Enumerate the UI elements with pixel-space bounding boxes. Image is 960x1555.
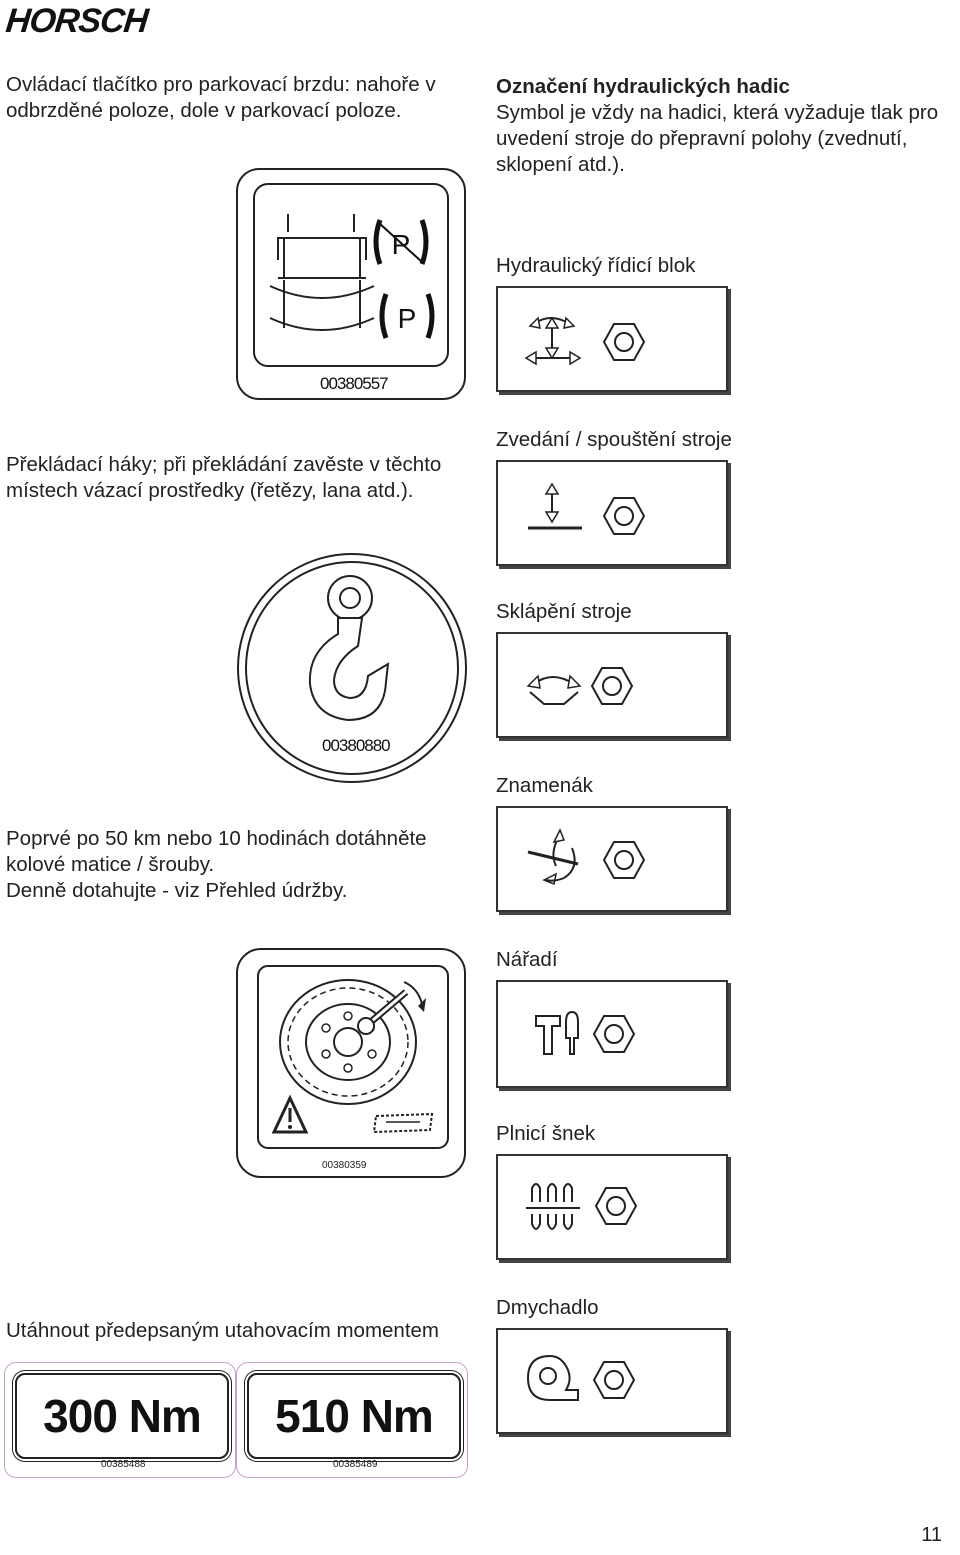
parking-brake-text: Ovládací tlačítko pro parkovací brzdu: n… (6, 73, 436, 122)
parking-brake-decal-graphic: P P (236, 168, 466, 400)
p-letter-bottom: P (398, 303, 417, 334)
tools-icon (535, 1010, 636, 1055)
lifting-hook-decal: 00380880 (236, 552, 468, 784)
wheel-nuts-text-line1: Poprvé po 50 km nebo 10 hodinách dotáhně… (6, 827, 427, 876)
torque-decal-300: 300 Nm 00385488 (4, 1362, 236, 1478)
decal-marker (496, 806, 728, 912)
wheel-nut-decal-code: 00380359 (322, 1160, 367, 1171)
horsch-logo: HORSCH (4, 2, 150, 40)
label-tools: Nářadí (496, 948, 558, 971)
label-blower: Dmychadlo (496, 1296, 599, 1319)
lifting-lowering-icon (528, 482, 646, 535)
decal-hydraulic-control-block (496, 286, 728, 392)
blower-icon (526, 1354, 636, 1401)
label-marker: Znamenák (496, 774, 593, 797)
hydraulic-control-block-icon (524, 316, 646, 366)
torque-decal-510-frame (247, 1373, 461, 1459)
folding-icon (526, 667, 634, 705)
wheel-nuts-text: Poprvé po 50 km nebo 10 hodinách dotáhně… (6, 826, 476, 904)
parking-brake-decal-code: 00380557 (320, 374, 389, 393)
torque-text: Utáhnout předepsaným utahovacím momentem (6, 1319, 440, 1342)
label-hydraulic-control-block: Hydraulický řídicí blok (496, 254, 696, 277)
lifting-hook-graphic (237, 553, 467, 783)
parking-brake-decal: P P 00380557 (236, 168, 466, 400)
page-number: 11 (921, 1524, 942, 1546)
torque-value-300: 300 Nm (43, 1390, 202, 1442)
torque-code-510: 00385489 (333, 1459, 378, 1470)
lifting-hooks-text: Překládací háky; při překládání zavěste … (6, 453, 442, 502)
wheel-nut-graphic (236, 948, 466, 1178)
torque-code-300: 00385488 (101, 1459, 146, 1470)
decal-tools (496, 980, 728, 1088)
marker-icon (527, 828, 646, 886)
label-filling-auger: Plnicí šnek (496, 1122, 596, 1145)
decal-folding (496, 632, 728, 738)
decal-blower (496, 1328, 728, 1434)
lifting-hook-decal-code: 00380880 (322, 736, 391, 755)
torque-value-510: 510 Nm (275, 1390, 434, 1442)
decal-lifting-lowering (496, 460, 728, 566)
torque-decal-510: 510 Nm 00385489 (236, 1362, 468, 1478)
wheel-nut-decal: 00380359 (236, 948, 466, 1178)
filling-auger-icon (526, 1183, 638, 1230)
wheel-nuts-text-line2: Denně dotahujte - viz Přehled údržby. (6, 879, 348, 902)
label-lifting-lowering: Zvedání / spouštění stroje (496, 428, 732, 451)
p-letter-top: P (392, 229, 411, 260)
torque-decal-300-frame (15, 1373, 229, 1459)
hydraulic-text: Symbol je vždy na hadici, která vyžaduje… (496, 101, 939, 176)
label-folding: Sklápění stroje (496, 600, 632, 623)
hydraulic-heading: Označení hydraulických hadic (496, 75, 790, 98)
decal-filling-auger (496, 1154, 728, 1260)
